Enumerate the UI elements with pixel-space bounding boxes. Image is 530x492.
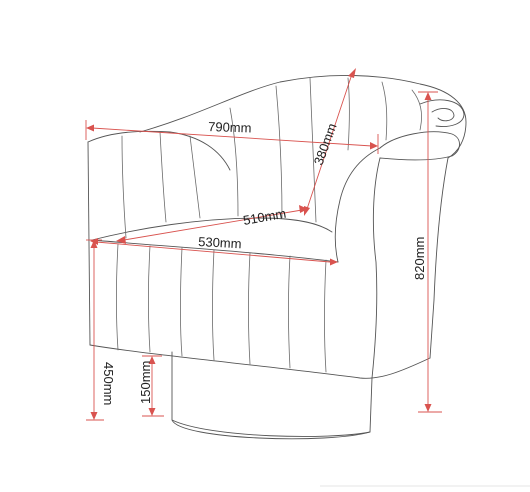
- label-overall-height: 820mm: [412, 237, 427, 280]
- right-arm-roll-spiral: [431, 108, 455, 122]
- dim-seat-depth: [116, 205, 308, 244]
- dim-base-height: [142, 355, 164, 417]
- seat-bottom-edge: [89, 344, 431, 379]
- channel-seams: [116, 77, 422, 373]
- right-arm-roll-inner: [419, 99, 465, 127]
- label-seat-depth: 510mm: [242, 206, 287, 228]
- right-arm-inner: [334, 147, 381, 263]
- label-base-height: 150mm: [138, 361, 153, 404]
- swivel-base: [171, 351, 373, 437]
- dim-seat-height: [86, 239, 104, 421]
- label-overall-width: 790mm: [208, 119, 252, 136]
- backrest-top-edge: [139, 75, 467, 159]
- armchair-outline: [87, 75, 467, 440]
- dimension-lines: [85, 68, 442, 421]
- left-arm-top: [87, 130, 231, 171]
- right-arm-roll: [379, 131, 460, 161]
- dimension-labels: 790mm 380mm 510mm 530mm 820mm 450mm 150m…: [101, 119, 427, 405]
- right-arm-front-face: [371, 157, 381, 379]
- dim-overall-height: [418, 91, 442, 413]
- seat-cushion-front: [91, 239, 339, 263]
- right-arm-outer: [429, 157, 449, 359]
- label-seat-height: 450mm: [101, 362, 116, 405]
- left-arm-front: [87, 141, 91, 346]
- label-seat-width: 530mm: [198, 234, 242, 251]
- dim-overall-width: [85, 120, 379, 154]
- base-bottom-curve: [171, 419, 371, 440]
- seat-cushion-top: [91, 217, 333, 241]
